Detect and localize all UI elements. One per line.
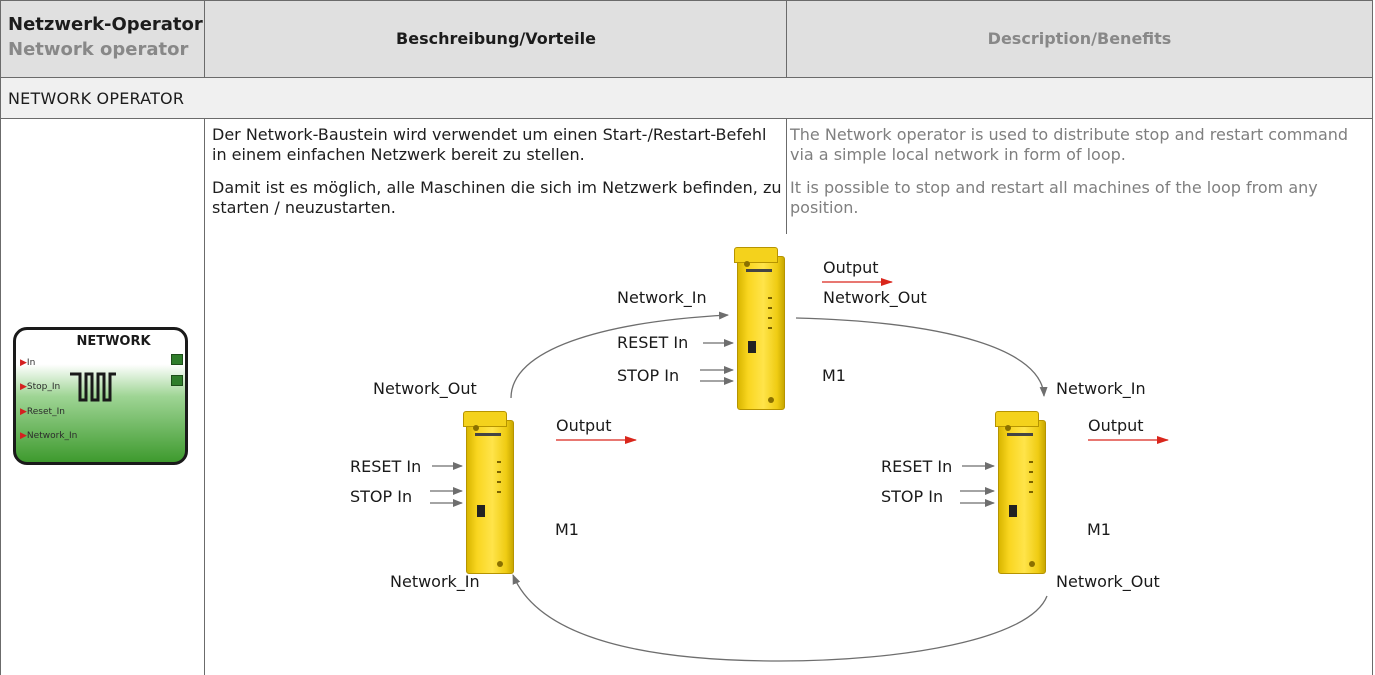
pin-stop-in-label: Stop_In [26,382,61,392]
table-border-header [0,77,1373,78]
section-row [1,78,1372,118]
left-network-in-label: Network_In [390,572,480,591]
column-divider-1-body [204,118,205,675]
header-description-de: Beschreibung/Vorteile [396,29,596,48]
left-stop-in-label: STOP In [350,487,413,506]
description-en-paragraph-1: The Network operator is used to distribu… [790,125,1349,164]
pin-stop-in: ▶Stop_In [20,382,60,392]
description-en-paragraph-2: It is possible to stop and restart all m… [790,178,1318,217]
right-output-label: Output [1088,416,1144,435]
loop-left-to-top [510,311,729,399]
table-header [1,1,1372,77]
loop-right-to-left [512,574,1048,662]
header-title-en: Network operator [8,39,189,60]
right-module-label: M1 [1087,520,1111,539]
table-border-right [1372,0,1373,675]
left-reset-in-label: RESET In [350,457,422,476]
network-block-title: NETWORK [76,334,151,349]
header-title-de: Netzwerk-Operator [8,14,203,35]
column-divider-1 [204,0,205,78]
table-border-left [0,0,1,675]
loop-top-to-right [795,317,1048,397]
pin-arrow-icon: ▶ [20,358,27,368]
right-network-in-label: Network_In [1056,379,1146,398]
header-description-en: Description/Benefits [987,29,1172,48]
pin-arrow-icon: ▶ [20,407,27,417]
safety-module-left [463,411,514,574]
top-stop-in-label: STOP In [617,366,680,385]
network-waveform-icon [70,372,116,402]
pin-network-in: ▶Network_In [20,431,77,441]
top-network-in-label: Network_In [617,288,707,307]
description-de-paragraph-1: Der Network-Baustein wird verwendet um e… [212,125,767,164]
left-module-label: M1 [555,520,579,539]
top-network-out-label: Network_Out [823,288,927,307]
pin-reset-in-label: Reset_In [26,407,65,417]
column-divider-2 [786,0,787,78]
top-module-label: M1 [822,366,846,385]
top-output-label: Output [823,258,879,277]
right-reset-in-label: RESET In [881,457,953,476]
right-network-out-label: Network_Out [1056,572,1160,591]
column-divider-2-body [786,118,787,234]
section-label: NETWORK OPERATOR [8,89,185,108]
table-border-top [0,0,1373,1]
pin-network-in-label: Network_In [26,431,78,441]
network-function-block: NETWORK ▶In ▶Stop_In ▶Reset_In ▶Network_… [13,327,188,465]
pin-arrow-icon: ▶ [20,382,27,392]
pin-in-label: In [26,358,36,368]
pin-arrow-icon: ▶ [20,431,27,441]
output-port-1 [171,354,183,365]
safety-module-top [734,247,785,410]
output-port-2 [171,375,183,386]
table-border-section [0,118,1373,119]
pin-reset-in: ▶Reset_In [20,407,65,417]
top-reset-in-label: RESET In [617,333,689,352]
right-stop-in-label: STOP In [881,487,944,506]
description-de-paragraph-2: Damit ist es möglich, alle Maschinen die… [212,178,782,217]
left-output-label: Output [556,416,612,435]
pin-in: ▶In [20,358,35,368]
safety-module-right [995,411,1046,574]
left-network-out-label: Network_Out [373,379,477,398]
